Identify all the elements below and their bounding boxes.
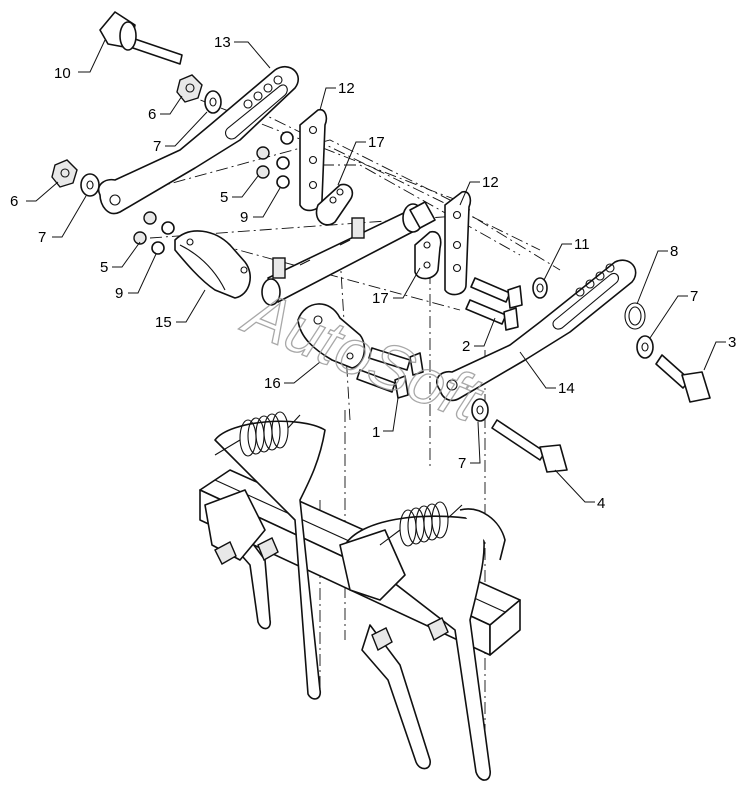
part-13-upper-adjusting-link <box>97 65 299 215</box>
part-4-bolt <box>491 419 568 473</box>
callout-15: 15 <box>155 314 172 331</box>
callout-11: 11 <box>574 236 590 253</box>
callout-5: 5 <box>220 189 228 206</box>
part-10-handle-pin <box>99 11 183 65</box>
callout-9: 9 <box>240 209 248 226</box>
right-clamp-bracket <box>339 529 406 601</box>
left-tine <box>214 420 326 700</box>
part-7-washer-3 <box>636 335 654 359</box>
callout-6: 6 <box>148 106 156 123</box>
part-7-washer-4 <box>471 398 489 422</box>
part-1-bolt <box>356 369 409 399</box>
callout-13: 13 <box>214 34 231 51</box>
callout-7-bottom: 7 <box>458 455 466 472</box>
small-nuts-lower <box>133 211 175 255</box>
callout-labels: 10 13 6 7 12 17 6 7 5 9 12 11 8 7 3 5 9 … <box>10 34 736 512</box>
lower-frame-assembly <box>199 411 521 781</box>
part-16-clamp-bracket <box>297 303 366 369</box>
part-6-nut-upper <box>176 74 203 103</box>
part-7-washer-1 <box>204 90 222 114</box>
part-17-small-plate-upper <box>315 183 354 226</box>
callout-14: 14 <box>558 380 575 397</box>
part-8-snap-ring <box>624 302 646 330</box>
callout-7-left: 7 <box>38 229 46 246</box>
part-2-bolt-upper <box>470 277 523 309</box>
watermark: AutoSoft <box>232 275 492 436</box>
part-2-bolt-lower <box>465 299 519 331</box>
callout-17: 17 <box>368 134 385 151</box>
part-1-bolt-2 <box>368 347 424 376</box>
callout-7: 7 <box>153 138 161 155</box>
callout-leaders <box>26 39 726 503</box>
part-15-curved-bracket <box>174 230 251 299</box>
part-14-lower-adjusting-link <box>436 259 637 402</box>
callout-5-lower: 5 <box>100 259 108 276</box>
callout-3: 3 <box>728 334 736 351</box>
part-7-washer-2 <box>80 173 100 197</box>
callout-17-lower: 17 <box>372 290 389 307</box>
callout-9-lower: 9 <box>115 285 123 302</box>
callout-2: 2 <box>462 338 470 355</box>
part-12-plate-upper <box>299 108 328 212</box>
part-6-nut-left <box>51 159 78 188</box>
cross-shaft <box>261 201 436 306</box>
right-tine <box>344 515 491 781</box>
part-17-small-plate-lower <box>414 230 442 280</box>
part-12-plate-lower <box>444 190 472 296</box>
callout-12-right: 12 <box>482 174 499 191</box>
callout-8: 8 <box>670 243 678 260</box>
left-spring <box>214 411 301 457</box>
right-spring <box>379 501 463 547</box>
small-nuts-upper <box>256 131 294 189</box>
callout-6-left: 6 <box>10 193 18 210</box>
callout-10: 10 <box>54 65 71 82</box>
part-3-bolt <box>655 354 711 403</box>
callout-7-right: 7 <box>690 288 698 305</box>
part-11-spacer <box>532 277 548 299</box>
left-clamp-bracket <box>204 489 266 561</box>
callout-1: 1 <box>372 424 380 441</box>
callout-16: 16 <box>264 375 281 392</box>
callout-12: 12 <box>338 80 355 97</box>
callout-4: 4 <box>597 495 605 512</box>
